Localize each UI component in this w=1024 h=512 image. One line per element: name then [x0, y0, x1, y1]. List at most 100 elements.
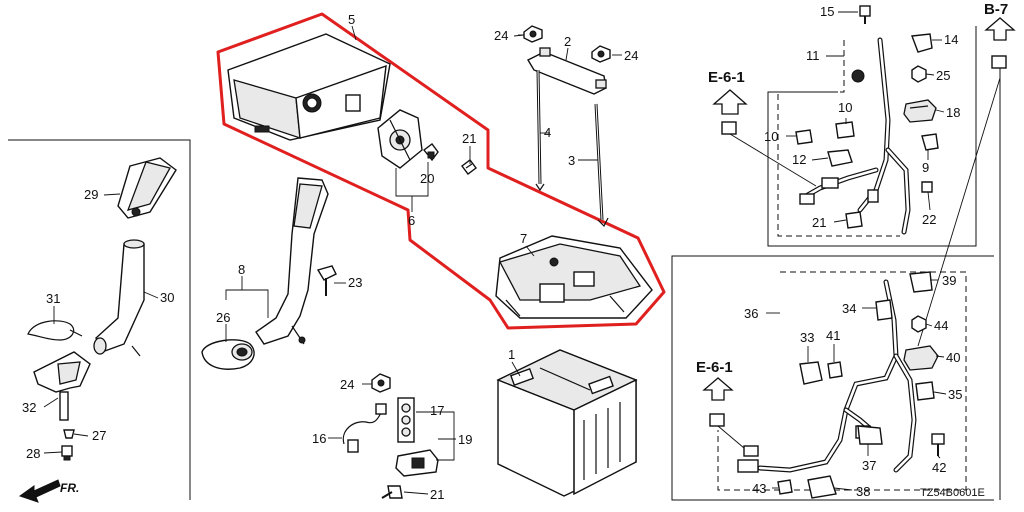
callout-29: 29: [84, 187, 98, 202]
part-17-sensor-body: [395, 449, 439, 477]
callout-39: 39: [942, 273, 956, 288]
part-33-connector: [799, 361, 823, 385]
part-32-bracket: [33, 351, 91, 421]
part-4-rod: [535, 69, 545, 192]
callout-37: 37: [862, 458, 876, 473]
part-15-seals: [397, 397, 415, 443]
callout-10-a: 10: [838, 100, 852, 115]
callout-3: 3: [568, 153, 575, 168]
callout-6: 6: [408, 213, 415, 228]
part-31-clip: [27, 320, 83, 341]
part-27-clip: [63, 429, 75, 439]
section-ref-b7: [917, 17, 1016, 500]
part-30-duct-tube: [93, 239, 145, 357]
part-22-bolt: [316, 265, 337, 296]
part-21-clip-b: [845, 211, 863, 229]
callout-44: 44: [934, 318, 948, 333]
callout-23: 21: [462, 131, 476, 146]
part-24-nut-b: [591, 45, 611, 63]
callout-43: 43: [752, 481, 766, 496]
part-38-grommet: [807, 475, 837, 499]
section-ref-e61-lower: [702, 377, 745, 449]
callout-21-a: 22: [922, 212, 936, 227]
callout-27: 27: [92, 428, 106, 443]
part-23-screw: [461, 159, 477, 175]
left-group-frame: [8, 139, 191, 500]
part-2-bracket: [527, 47, 607, 95]
part-43-clip: [777, 479, 793, 495]
callout-21-b: 21: [812, 215, 826, 230]
callout-15: 17: [430, 403, 444, 418]
part-11-harness: [799, 37, 911, 235]
callout-32: 32: [22, 400, 36, 415]
front-arrow-icon: [18, 479, 61, 503]
callout-25: 25: [936, 68, 950, 83]
part-24-nut-c: [371, 373, 391, 393]
callout-1: 1: [508, 347, 515, 362]
callout-42: 42: [932, 460, 946, 475]
callout-8: 8: [238, 262, 245, 277]
callout-16: 18: [946, 105, 960, 120]
callout-26: 26: [216, 310, 230, 325]
part-42-bolt: [931, 433, 945, 456]
section-ref-e61-lower-label: E-6-1: [696, 359, 733, 376]
front-label: FR.: [60, 481, 79, 495]
callout-14: 16: [312, 431, 326, 446]
callout-40: 40: [946, 350, 960, 365]
callout-20: 20: [420, 171, 434, 186]
part-28-grommet: [61, 445, 73, 461]
callout-17: 19: [458, 432, 472, 447]
callout-2: 2: [564, 34, 571, 49]
leader-lines: [43, 11, 947, 495]
part-10-clip-a: [795, 129, 813, 145]
callout-34: 34: [842, 301, 856, 316]
part-24-nut-a: [523, 25, 543, 43]
part-34-connector: [875, 299, 893, 321]
callout-18: 15: [820, 4, 834, 19]
part-8-intake-pipe: [255, 177, 329, 345]
callout-24-c: 24: [340, 377, 354, 392]
part-40-fuse-box: [903, 345, 939, 371]
part-10-clip-b: [835, 121, 855, 139]
part-12-connector: [827, 149, 853, 167]
callout-28: 28: [26, 446, 40, 461]
part-9-terminal: [921, 133, 939, 151]
callout-12: 12: [792, 152, 806, 167]
part-25-nut: [911, 65, 927, 83]
callout-22: 23: [348, 275, 362, 290]
part-29-intake-duct: [117, 157, 177, 219]
part-35-terminal: [915, 381, 935, 401]
callout-5: 5: [348, 12, 355, 27]
part-3-rod: [594, 103, 609, 228]
callout-11: 11: [806, 48, 820, 63]
drawing-code: TZ54B0601E: [920, 487, 985, 499]
callout-41: 41: [826, 328, 840, 343]
part-1-battery: [496, 349, 638, 497]
part-36-harness: [737, 279, 917, 473]
lower-harness-frame: [671, 255, 994, 501]
callout-30: 30: [160, 290, 174, 305]
callout-13: 14: [944, 32, 958, 47]
section-ref-e61-upper-label: E-6-1: [708, 69, 745, 86]
part-37-bracket: [857, 425, 883, 445]
callout-38: 38: [856, 484, 870, 499]
part-6-mount: [377, 109, 423, 169]
callout-10-b: 10: [764, 129, 778, 144]
part-39-bracket: [909, 271, 933, 293]
highlight-outline: [216, 12, 666, 330]
callout-35: 35: [948, 387, 962, 402]
part-21-clip-a: [921, 181, 933, 193]
callout-31: 31: [46, 291, 60, 306]
part-44-nut: [911, 315, 927, 333]
upper-harness-frame: [767, 26, 977, 247]
callout-9: 9: [922, 160, 929, 175]
part-5-battery-box: [227, 33, 391, 141]
part-18-bolt: [859, 5, 871, 24]
callout-4: 4: [544, 125, 551, 140]
part-16-fuse-box: [903, 99, 937, 123]
section-ref-b7-label: B-7: [984, 1, 1008, 18]
callout-24-b: 24: [624, 48, 638, 63]
callout-33: 33: [800, 330, 814, 345]
